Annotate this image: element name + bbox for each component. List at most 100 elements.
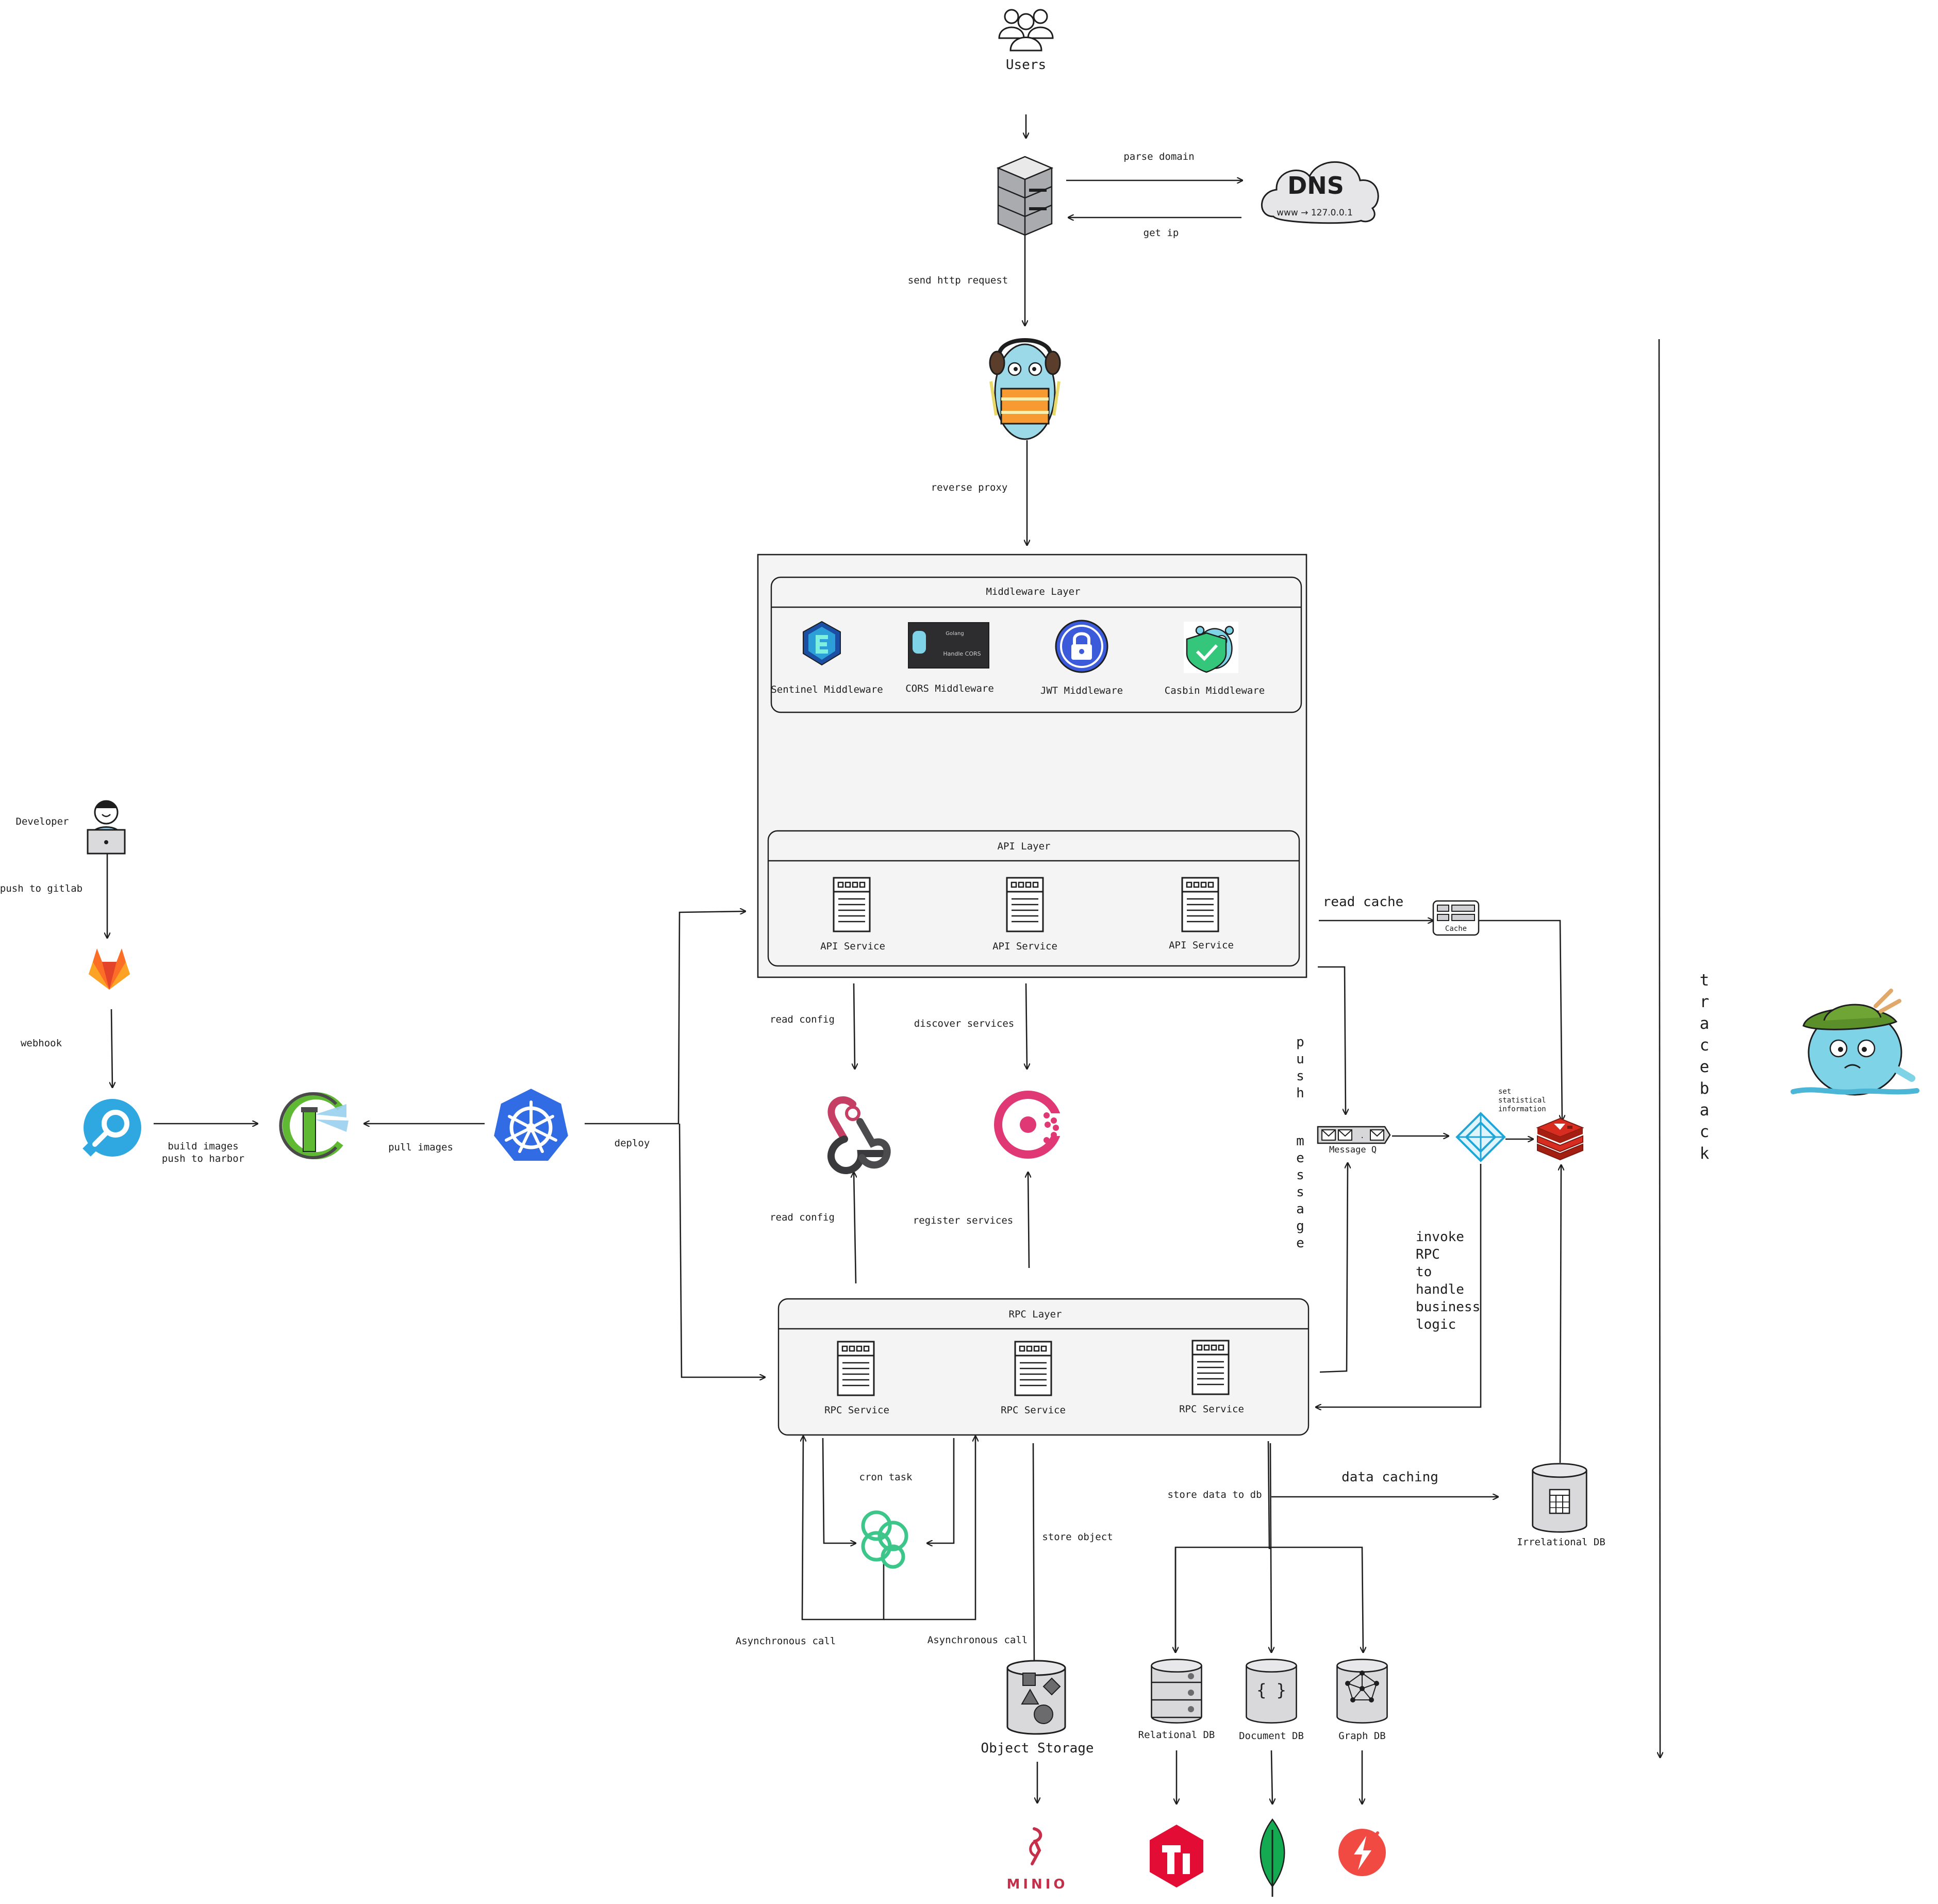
label-register-services: register services [913,1215,1013,1226]
rpc-layer-title: RPC Layer [1009,1309,1062,1320]
edge-cache-to-redis [1475,920,1562,1121]
kubernetes-icon [491,1086,571,1163]
edge-read-config-bottom [854,1172,856,1284]
relational-db-icon [1151,1659,1202,1724]
label-reverse-proxy: reverse proxy [931,482,1008,493]
cors-badge-icon: Golang Handle CORS [908,622,989,669]
api-layer-title: API Layer [998,841,1051,852]
cors-badge-text: Handle CORS [943,650,981,657]
message-queue-node: . . . Message Q [1317,1126,1391,1155]
cron-flower-icon [861,1510,908,1569]
edge-deploy-api [585,911,746,1125]
redis-icon [1536,1117,1584,1161]
cache-node: Cache [1432,900,1480,936]
label-read-config-top: read config [770,1014,835,1025]
label-parse-domain: parse domain [1123,151,1194,162]
graph-db-icon [1336,1659,1388,1724]
api-service-0: API Service [820,941,885,952]
label-store-object: store object [1042,1531,1113,1543]
object-storage-node: Object Storage [981,1660,1094,1756]
users-icon [998,9,1054,52]
edge-store-object [1033,1443,1034,1669]
api-layer: API Layer API Service API Service API Se… [767,830,1300,967]
edge-async-call-right [884,1436,975,1621]
drone-icon [82,1099,141,1157]
document-db-node: { } Document DB [1239,1659,1304,1742]
label-async-right: Asynchronous call [927,1634,1028,1646]
edge-discover-services [1026,983,1027,1069]
rpc-service-0: RPC Service [824,1405,889,1416]
edge-register-services [1028,1172,1029,1268]
middleware-item-2: JWT Middleware [1040,685,1123,696]
dns-mapping: www → 127.0.0.1 [1277,208,1353,218]
consul-icon [994,1091,1069,1159]
edge-deploy-rpc [678,1123,765,1377]
document-server-icon [1006,877,1044,932]
dns-cloud-icon [1261,161,1379,224]
edge-labels: parse domain get ip send http request re… [0,151,1710,1647]
irrelational-db-label: Irrelational DB [1517,1536,1605,1548]
mongodb-icon [1260,1818,1285,1897]
minio-label: MINIO [1006,1877,1068,1892]
edge-rpc-to-cron-right [927,1438,955,1543]
document-server-icon [1014,1341,1052,1396]
traceback-gopher-icon [1791,989,1919,1096]
rpc-service-1: RPC Service [1001,1405,1066,1416]
relational-db-node: Relational DB [1138,1659,1215,1741]
api-service-2: API Service [1169,940,1234,951]
object-storage-icon [1006,1660,1066,1735]
users-label: Users [1006,57,1046,73]
edge-webhook [111,1009,112,1088]
middleware-layer-title: Middleware Layer [986,586,1080,597]
jwt-lock-icon [1055,620,1108,673]
cors-badge-title: Golang [946,631,964,637]
label-discover-services: discover services [914,1018,1014,1029]
edge-irrelational-to-redis [1560,1165,1561,1463]
minio-icon [1029,1827,1042,1865]
label-pull-images: pull images [388,1142,453,1153]
message-queue-icon: . . . [1317,1126,1391,1144]
dns-node: DNS www → 127.0.0.1 [1261,161,1379,224]
svg-text:{ }: { } [1256,1680,1286,1700]
label-store-data-to-db: store data to db [1167,1489,1262,1500]
message-queue-label: Message Q [1329,1145,1377,1155]
developer-icon [87,800,126,855]
label-get-ip: get ip [1144,227,1179,239]
edge-read-config-top [854,983,855,1069]
api-service-1: API Service [992,941,1057,952]
label-read-cache: read cache [1323,894,1404,910]
minio-node: MINIO [1006,1827,1068,1892]
document-db-label: Document DB [1239,1730,1304,1742]
developer-label: Developer [16,816,69,827]
label-data-caching: data caching [1341,1469,1438,1485]
document-db-icon: { } [1246,1659,1297,1724]
document-server-icon [833,877,871,932]
irrelational-db-node: Irrelational DB [1517,1463,1605,1548]
middleware-item-1: CORS Middleware [905,683,994,694]
label-cron-task: cron task [859,1472,913,1483]
webhook-icon [827,1096,891,1174]
graph-db-node: Graph DB [1336,1659,1388,1742]
dns-title: DNS [1287,172,1344,199]
cache-label: Cache [1445,925,1467,933]
edge-db-fanout [1174,1546,1363,1652]
edge-api-to-mq [1318,966,1346,1114]
rpc-layer: RPC Layer RPC Service RPC Service RPC Se… [777,1298,1310,1436]
document-server-icon [1181,877,1219,932]
label-async-left: Asynchronous call [736,1635,836,1647]
object-storage-label: Object Storage [981,1741,1094,1756]
users-node: Users [998,9,1054,73]
edge-invoke-rpc [1316,1164,1482,1407]
harbor-icon [279,1092,349,1159]
server-icon [996,156,1054,236]
tidb-icon [1150,1825,1203,1888]
document-server-icon [837,1341,875,1396]
document-server-icon [1191,1340,1230,1395]
dgraph-icon [1338,1829,1386,1876]
